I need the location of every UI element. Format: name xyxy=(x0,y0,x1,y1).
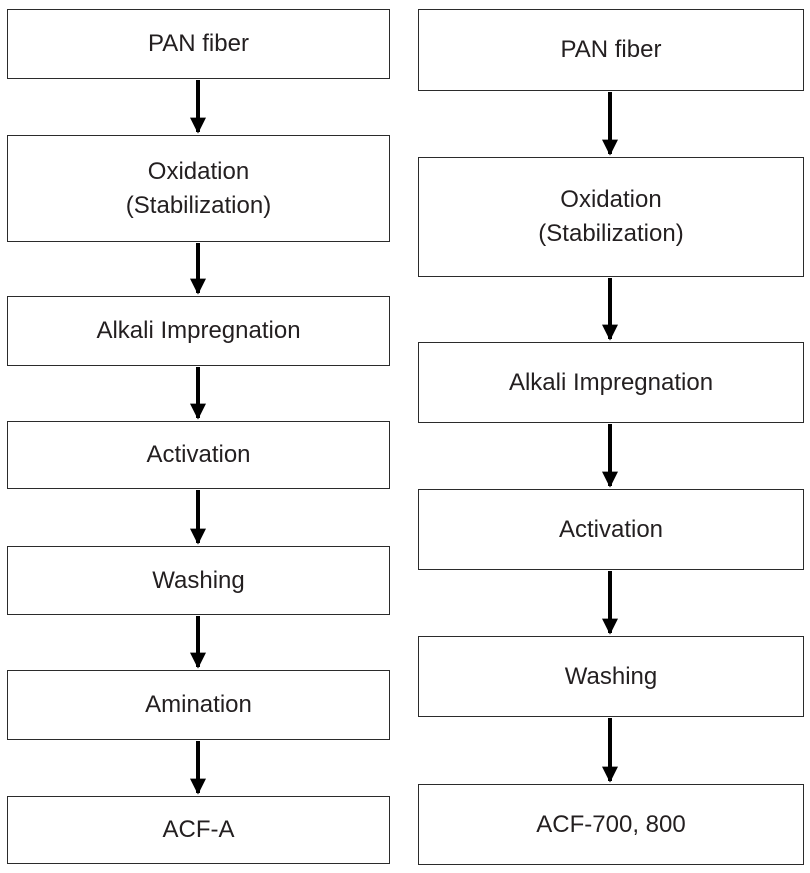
right-step-oxidation-sublabel: (Stabilization) xyxy=(538,220,684,247)
left-step-oxidation-sublabel: (Stabilization) xyxy=(125,191,272,219)
right-step-pan-fiber-label: PAN fiber xyxy=(560,36,662,63)
right-step-pan-fiber: PAN fiber xyxy=(418,9,804,91)
left-step-washing: Washing xyxy=(7,546,390,615)
left-step-alkali-impregnation: Alkali Impregnation xyxy=(7,296,390,366)
right-step-activation-label: Activation xyxy=(558,515,664,543)
left-step-washing-label: Washing xyxy=(152,566,245,594)
right-step-acf-700-800-label: ACF-700, 800 xyxy=(536,810,686,838)
right-step-oxidation: Oxidation (Stabilization) xyxy=(418,157,804,277)
left-step-pan-fiber-label: PAN fiber xyxy=(148,30,249,57)
left-step-acf-a: ACF-A xyxy=(7,796,390,864)
left-step-oxidation-label: Oxidation xyxy=(147,157,250,185)
left-step-activation: Activation xyxy=(7,421,390,489)
left-step-amination-label: Amination xyxy=(145,691,252,718)
right-step-washing: Washing xyxy=(418,636,804,717)
left-step-pan-fiber: PAN fiber xyxy=(7,9,390,79)
right-step-alkali-impregnation: Alkali Impregnation xyxy=(418,342,804,423)
right-step-acf-700-800: ACF-700, 800 xyxy=(418,784,804,865)
right-step-oxidation-label: Oxidation xyxy=(560,186,662,213)
right-step-washing-label: Washing xyxy=(564,662,658,690)
right-step-activation: Activation xyxy=(418,489,804,570)
left-step-oxidation: Oxidation (Stabilization) xyxy=(7,135,390,242)
left-step-activation-label: Activation xyxy=(146,441,251,468)
right-step-alkali-impregnation-label: Alkali Impregnation xyxy=(508,368,714,396)
left-step-amination: Amination xyxy=(7,670,390,740)
left-step-acf-a-label: ACF-A xyxy=(162,816,235,843)
left-step-alkali-impregnation-label: Alkali Impregnation xyxy=(96,317,301,344)
